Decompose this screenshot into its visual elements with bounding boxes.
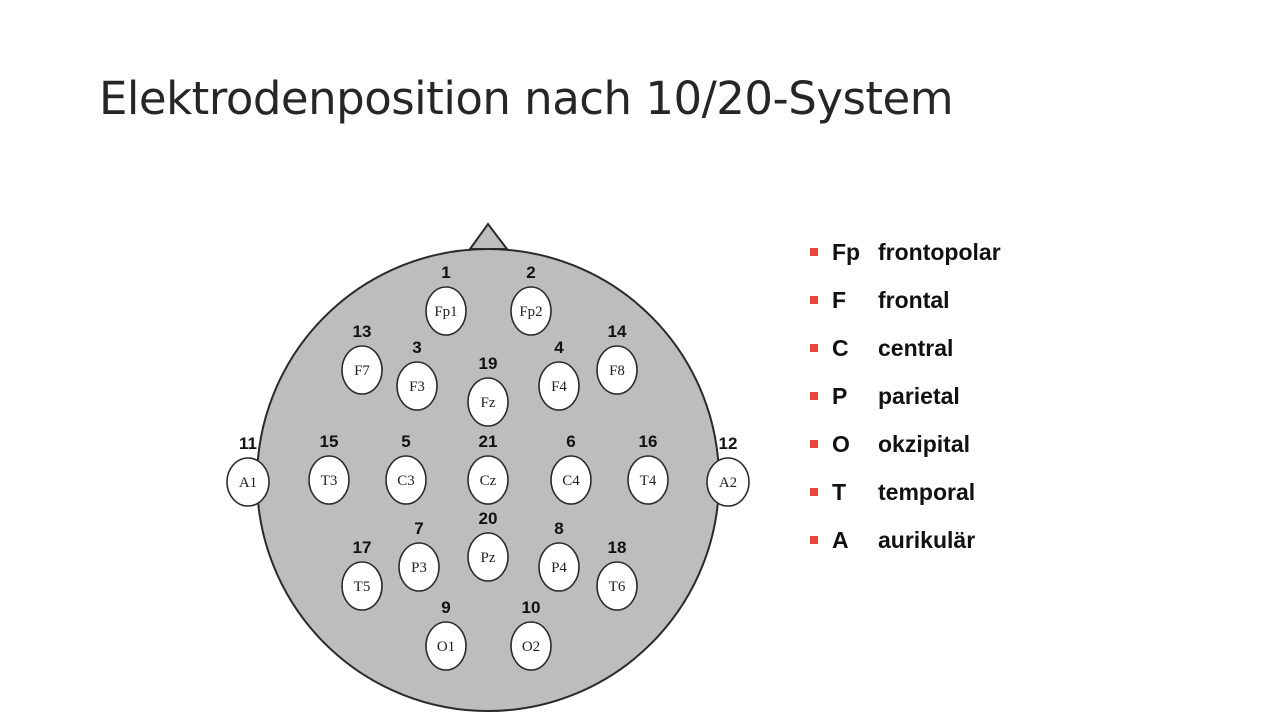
- electrode-label: Cz: [480, 473, 497, 489]
- electrode-number: 1: [441, 263, 450, 282]
- electrode-number: 4: [554, 338, 564, 357]
- square-bullet-icon: [810, 440, 818, 448]
- slide-title: Elektrodenposition nach 10/20-System: [99, 72, 954, 125]
- legend-item: O okzipital: [810, 420, 1001, 468]
- legend-term: frontopolar: [878, 238, 1001, 265]
- electrode-label: Pz: [481, 550, 496, 566]
- electrode-label: T5: [354, 579, 371, 595]
- electrode-f8: [596, 345, 638, 395]
- electrode-number: 2: [526, 263, 535, 282]
- square-bullet-icon: [810, 344, 818, 352]
- electrode-label: O2: [522, 639, 540, 655]
- electrode-number: 5: [401, 432, 410, 451]
- electrode-fp1: [425, 286, 467, 336]
- electrode-label: P4: [551, 560, 567, 576]
- electrode-number: 16: [639, 432, 658, 451]
- legend-term: aurikulär: [878, 526, 976, 553]
- electrode-number: 11: [239, 434, 257, 453]
- square-bullet-icon: [810, 296, 818, 304]
- electrode-label: P3: [411, 560, 427, 576]
- legend-item: F frontal: [810, 276, 1001, 324]
- electrode-f3: [396, 361, 438, 411]
- electrode-t5: [341, 561, 383, 611]
- nose-marker: [468, 222, 510, 250]
- electrode-f4: [538, 361, 580, 411]
- electrode-number: 19: [479, 354, 498, 373]
- electrode-number: 3: [412, 338, 421, 357]
- electrode-number: 6: [566, 432, 575, 451]
- electrode-a2: [706, 457, 750, 507]
- legend-term: frontal: [878, 286, 950, 313]
- electrode-label: O1: [437, 639, 455, 655]
- square-bullet-icon: [810, 392, 818, 400]
- electrode-o2: [510, 621, 552, 671]
- square-bullet-icon: [810, 536, 818, 544]
- legend-code: C: [832, 334, 849, 361]
- electrode-number: 17: [353, 538, 372, 557]
- electrode-number: 10: [522, 598, 541, 617]
- square-bullet-icon: [810, 488, 818, 496]
- electrode-label: Fp1: [434, 304, 457, 320]
- electrode-label: C4: [562, 473, 580, 489]
- electrode-number: 15: [320, 432, 339, 451]
- electrode-number: 20: [479, 509, 498, 528]
- electrode-f7: [341, 345, 383, 395]
- electrode-t4: [627, 455, 669, 505]
- electrode-label: Fz: [481, 395, 496, 411]
- electrode-label: A1: [239, 475, 257, 491]
- legend-item: P parietal: [810, 372, 1001, 420]
- electrode-label: A2: [719, 475, 737, 491]
- electrode-cz: [467, 455, 509, 505]
- legend-code: P: [832, 382, 848, 409]
- electrode-number: 18: [608, 538, 627, 557]
- electrode-pz: [467, 532, 509, 582]
- legend-code: A: [832, 526, 849, 553]
- electrode-o1: [425, 621, 467, 671]
- electrode-label: F3: [409, 379, 425, 395]
- electrode-p3: [398, 542, 440, 592]
- electrode-label: Fp2: [519, 304, 542, 320]
- legend-term: okzipital: [878, 430, 971, 457]
- electrode-t6: [596, 561, 638, 611]
- electrode-label: T6: [609, 579, 626, 595]
- electrode-p4: [538, 542, 580, 592]
- legend-item: C central: [810, 324, 1001, 372]
- electrode-t3: [308, 455, 350, 505]
- electrode-number: 7: [414, 519, 423, 538]
- electrode-c4: [550, 455, 592, 505]
- legend-term: temporal: [878, 478, 976, 505]
- legend-item: A aurikulär: [810, 516, 1001, 564]
- electrode-legend: Fp frontopolar F frontal C central P par…: [810, 228, 1001, 564]
- legend-item: T temporal: [810, 468, 1001, 516]
- electrode-number: 21: [479, 432, 498, 451]
- electrode-label: T4: [640, 473, 657, 489]
- electrode-label: T3: [321, 473, 338, 489]
- electrode-number: 9: [441, 598, 450, 617]
- square-bullet-icon: [810, 248, 818, 256]
- electrode-c3: [385, 455, 427, 505]
- electrode-label: F7: [354, 363, 370, 379]
- legend-code: T: [832, 478, 847, 505]
- legend-term: central: [878, 334, 954, 361]
- electrode-fp2: [510, 286, 552, 336]
- electrode-number: 8: [554, 519, 563, 538]
- electrode-number: 14: [608, 322, 627, 341]
- legend-code: F: [832, 286, 847, 313]
- legend-item: Fp frontopolar: [810, 228, 1001, 276]
- legend-code: O: [832, 430, 850, 457]
- electrode-number: 13: [353, 322, 372, 341]
- electrode-fz: [467, 377, 509, 427]
- electrode-label: C3: [397, 473, 415, 489]
- electrode-number: 12: [719, 434, 738, 453]
- electrode-label: F8: [609, 363, 625, 379]
- electrode-label: F4: [551, 379, 567, 395]
- legend-term: parietal: [878, 382, 960, 409]
- legend-code: Fp: [832, 238, 861, 265]
- electrode-a1: [226, 457, 270, 507]
